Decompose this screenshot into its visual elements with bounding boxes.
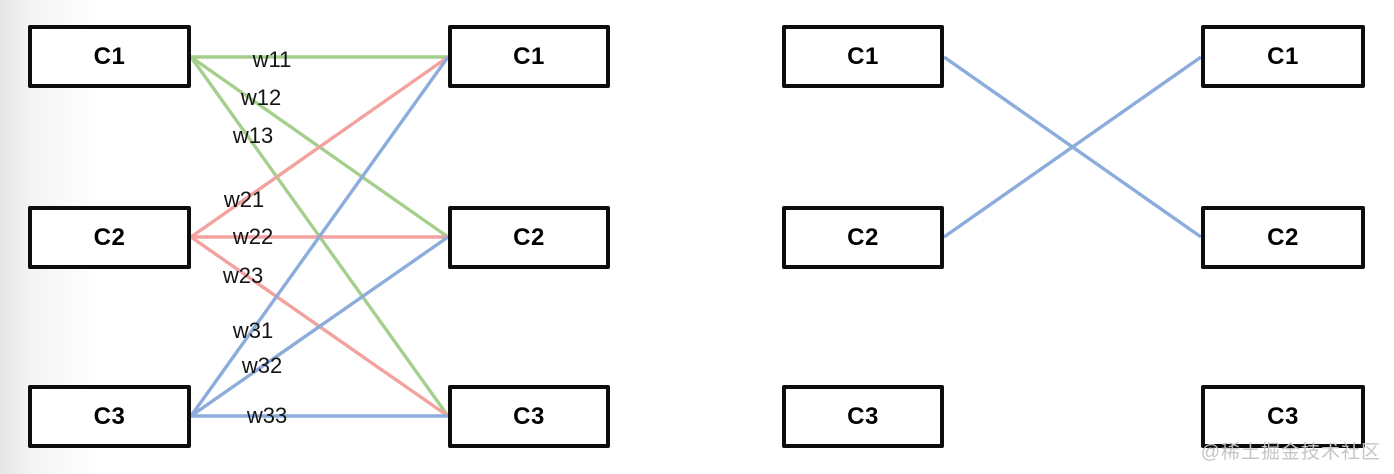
pruned-graph-source-node-c1: C1: [782, 25, 944, 88]
node-label: C2: [513, 223, 545, 251]
edge-line: [189, 56, 450, 417]
node-label: C1: [93, 42, 126, 70]
full-graph-target-node-c2: C2: [448, 206, 610, 269]
node-label: C3: [1267, 402, 1299, 430]
edge-weight-label: w33: [246, 403, 288, 428]
edge-line: [190, 235, 449, 418]
node-label: C3: [93, 402, 126, 430]
full-graph-target-node-c1: C1: [448, 25, 610, 88]
edge-weight-label: w11: [252, 47, 292, 72]
edge-line: [190, 55, 449, 239]
node-label: C2: [1267, 223, 1299, 251]
edge-weight-label: w13: [232, 123, 274, 148]
edge-weight-label: w12: [240, 85, 282, 110]
full-graph-source-node-c1: C1: [28, 25, 191, 88]
edge-line: [943, 55, 1202, 239]
node-label: C1: [513, 42, 545, 70]
node-label: C2: [93, 223, 126, 251]
pruned-graph-target-node-c1: C1: [1201, 25, 1365, 88]
full-graph-source-node-c3: C3: [28, 385, 191, 448]
pruned-graph-target-node-c3: C3: [1201, 385, 1365, 448]
pruned-graph-source-node-c3: C3: [782, 385, 944, 448]
watermark: @稀土掘金技术社区: [1200, 442, 1381, 463]
node-label: C3: [847, 402, 879, 430]
full-graph-target-node-c3: C3: [448, 385, 610, 448]
edge-weight-label: w22: [232, 224, 274, 249]
edge-weight-label: w31: [232, 318, 274, 343]
pruned-graph-source-node-c2: C2: [782, 206, 944, 269]
edge-weight-label: w21: [223, 187, 265, 212]
node-label: C2: [847, 223, 879, 251]
node-label: C3: [513, 402, 545, 430]
pruned-graph-target-node-c2: C2: [1201, 206, 1365, 269]
node-label: C1: [1267, 42, 1299, 70]
edge-weight-label: w32: [241, 353, 283, 378]
edge-weight-label: w23: [222, 263, 264, 288]
node-label: C1: [847, 42, 879, 70]
full-graph-source-node-c2: C2: [28, 206, 191, 269]
